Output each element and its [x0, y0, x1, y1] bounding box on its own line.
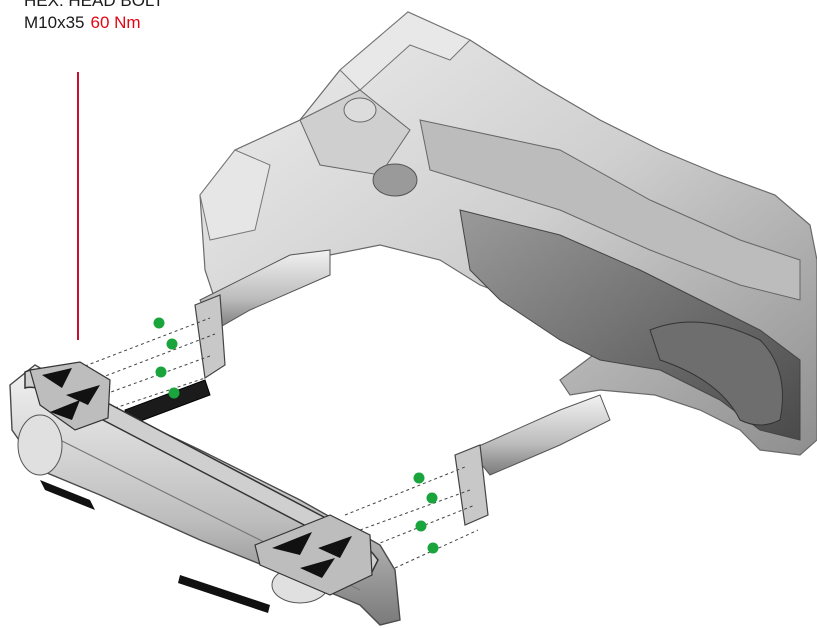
bolt-marker [153, 317, 165, 329]
bolt-size-label: M10x35 [24, 13, 85, 32]
bolt-marker [415, 520, 427, 532]
bolt-marker [155, 366, 167, 378]
bolt-marker [426, 492, 438, 504]
bolt-marker [168, 387, 180, 399]
bolt-spec-row: M10x35 60 Nm [24, 12, 164, 34]
bolt-markers [153, 317, 439, 554]
right-mounting-flange [454, 444, 489, 526]
torque-value: 60 Nm [90, 13, 141, 32]
bolt-marker [166, 338, 178, 350]
front-body-structure [199, 11, 817, 476]
bolt-marker [413, 472, 425, 484]
right-bolt-guides [344, 466, 479, 569]
left-bumper-bracket [29, 361, 111, 431]
left-mounting-flange [124, 294, 226, 426]
left-bolt-guides [84, 317, 216, 409]
bolt-callout: HEX. HEAD BOLT M10x35 60 Nm [24, 0, 164, 34]
bolt-type-label: HEX. HEAD BOLT [24, 0, 164, 10]
right-bumper-bracket [254, 514, 373, 596]
bolt-marker [427, 542, 439, 554]
